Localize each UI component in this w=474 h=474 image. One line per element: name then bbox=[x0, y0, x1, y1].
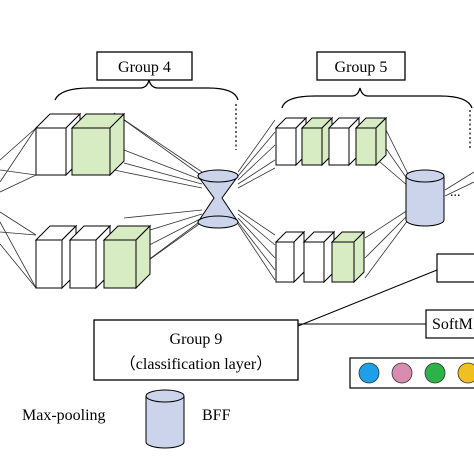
conv-block-green bbox=[354, 116, 388, 167]
group4-label-box bbox=[96, 51, 193, 81]
group4-bracket bbox=[54, 79, 239, 101]
output-dots bbox=[358, 362, 474, 384]
softmax-label: SoftM bbox=[432, 316, 473, 333]
group5-bottom-row bbox=[274, 230, 366, 284]
group9-connector bbox=[297, 269, 438, 327]
group5-bracket bbox=[281, 87, 473, 109]
legend-max-pooling-label: Max-pooling bbox=[22, 407, 106, 424]
group9-box bbox=[93, 319, 299, 381]
legend-bff-label: BFF bbox=[202, 407, 231, 424]
conv-block-white bbox=[302, 230, 336, 284]
conv-block-white bbox=[327, 116, 361, 167]
conv-block-green bbox=[102, 224, 152, 290]
conv-block-green bbox=[70, 112, 126, 177]
legend-bff-icon bbox=[145, 389, 185, 449]
output-class-dot bbox=[457, 362, 474, 384]
group5-top-row bbox=[274, 116, 388, 167]
group9-subtitle: （classification layer） bbox=[120, 355, 272, 373]
conv-block-green bbox=[300, 116, 334, 167]
conv-block-green bbox=[330, 230, 366, 284]
group5-label: Group 5 bbox=[335, 59, 388, 76]
bff-node bbox=[405, 169, 445, 227]
conv-block-white bbox=[274, 230, 306, 284]
continuation-dots: ... bbox=[450, 185, 461, 200]
group9-title: Group 9 bbox=[170, 331, 223, 348]
output-class-dot bbox=[391, 362, 413, 384]
output-class-dot bbox=[424, 362, 446, 384]
output-class-dot bbox=[358, 362, 380, 384]
group4-label: Group 4 bbox=[118, 59, 171, 76]
output-layer-box bbox=[436, 253, 474, 283]
group4-bottom-row bbox=[34, 224, 152, 290]
group5-label-box bbox=[316, 51, 406, 81]
max-pooling-node bbox=[197, 169, 239, 229]
softmax-box bbox=[425, 309, 474, 339]
group4-top-row bbox=[34, 112, 126, 177]
